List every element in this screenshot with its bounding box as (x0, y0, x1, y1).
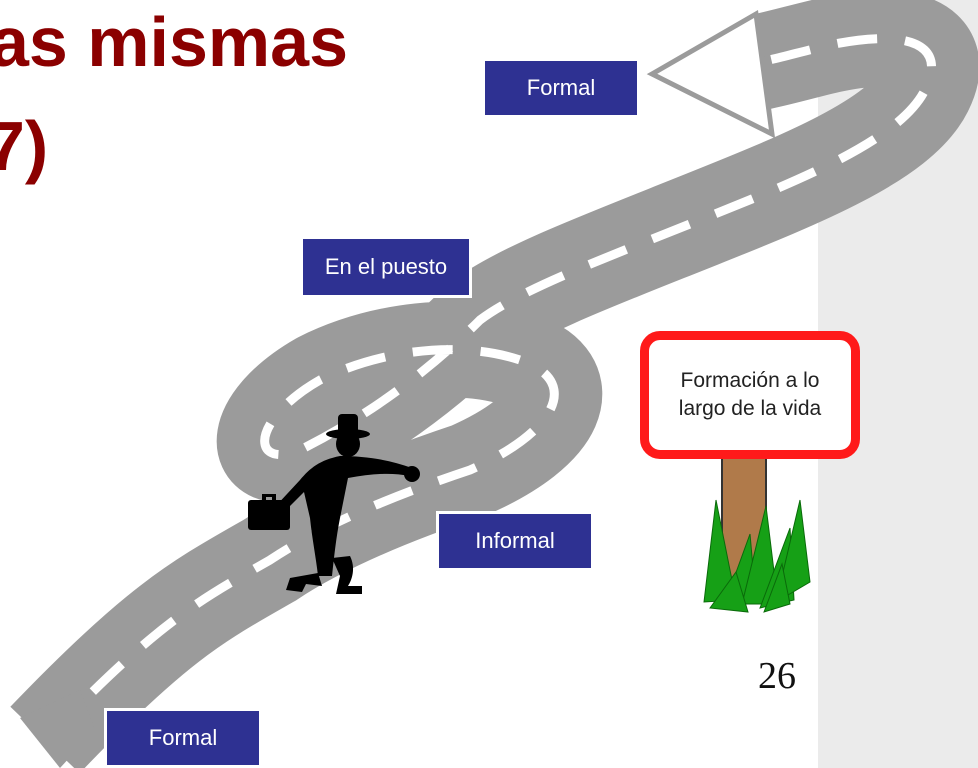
road-surface (10, 0, 978, 768)
sign-board: Formación a lo largo de la vida (640, 331, 860, 459)
signpost-icon (703, 452, 811, 613)
label-informal: Informal (436, 511, 594, 571)
walking-man-icon (248, 414, 420, 594)
slide-title-line-1: as mismas (0, 3, 349, 81)
sign-text: Formación a lo largo de la vida (678, 369, 822, 420)
slide-title-line-2: 7) (0, 107, 49, 185)
page-number: 26 (758, 655, 796, 697)
label-en-el-puesto: En el puesto (300, 236, 472, 298)
label-formal-top: Formal (482, 58, 640, 118)
road-arrow-head (646, 9, 776, 139)
label-formal-bottom: Formal (104, 708, 262, 768)
road-tail (20, 690, 95, 768)
grass-tufts (703, 499, 811, 613)
